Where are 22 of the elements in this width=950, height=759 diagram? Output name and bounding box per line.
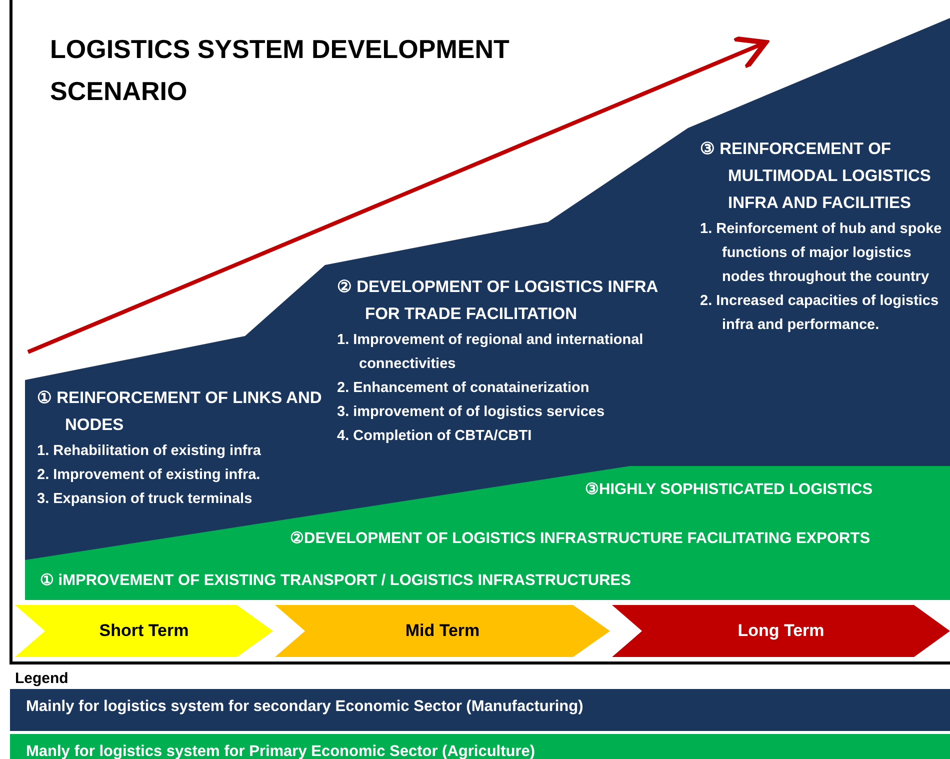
list-item: 2. Improvement of existing infra. (37, 466, 262, 485)
title: LOGISTICS SYSTEM DEVELOPMENT SCENARIO (50, 33, 510, 108)
list-item: 1. Improvement of regional and international connectivities (337, 331, 644, 374)
band-label: ③HIGHLY SOPHISTICATED LOGISTICS (585, 480, 873, 499)
list-item: 2. Increased capacities of logistics infra and performance. (700, 292, 940, 335)
list-item: 4. Completion of CBTA/CBTI (337, 427, 533, 446)
legend-text: Manly for logistics system for Primary Economic Sector (Agriculture) (26, 743, 536, 759)
term-label: Long Term (738, 620, 824, 642)
list-item: 3. improvement of of logistics services (337, 403, 606, 422)
step-heading: ② DEVELOPMENT OF LOGISTICS INFRA FOR TRADE FACILITATION (337, 277, 659, 325)
band-label: ① iMPROVEMENT OF EXISTING TRANSPORT / LOGISTICS INFRASTRUCTURES (40, 571, 631, 590)
legend-heading: Legend (15, 670, 68, 687)
list-item: 1. Rehabilitation of existing infra (37, 442, 262, 461)
step-heading: ① REINFORCEMENT OF LINKS AND NODES (37, 388, 323, 436)
legend-text: Mainly for logistics system for secondary Economic Sector (Manufacturing) (26, 698, 584, 716)
term-label: Short Term (99, 620, 189, 642)
list-item: 2. Enhancement of conatainerization (337, 379, 590, 398)
band-label: ②DEVELOPMENT OF LOGISTICS INFRASTRUCTURE FACILITATING EXPORTS (290, 529, 870, 548)
term-label: Mid Term (405, 620, 480, 642)
list-item: 1. Reinforcement of hub and spoke functions of major logistics nodes throughout the country (700, 220, 943, 287)
step-heading: ③ REINFORCEMENT OF MULTIMODAL LOGISTICS INFRA AND FACILITIES (700, 139, 932, 214)
list-item: 3. Expansion of truck terminals (37, 490, 254, 509)
